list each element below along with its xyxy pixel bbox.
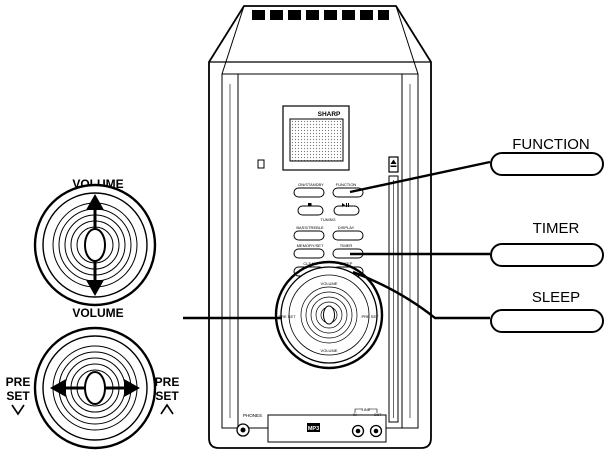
preset-up-chevron-icon: [160, 403, 174, 415]
detail-preset-right-line1: PRE: [155, 375, 180, 389]
button-label-function: FUNCTION: [336, 182, 357, 187]
tuning-label: TUNING: [320, 217, 335, 222]
front-panel-buttons: ON/STANDBY FUNCTION TUNING BASS/TREBLE D…: [293, 182, 364, 277]
button-label-display: DISPLAY: [338, 225, 355, 230]
unit-volume-label-bottom: VOLUME: [321, 348, 338, 353]
line-out-jack[interactable]: [369, 424, 383, 438]
brand-logo: SHARP: [318, 111, 341, 118]
eject-icon: [388, 156, 399, 173]
callout-line-function: [349, 160, 491, 194]
detail-volume-label-bottom: VOLUME: [72, 306, 123, 320]
line-out-label: OUT: [374, 413, 382, 417]
volume-knob-center: [84, 228, 106, 262]
play-pause-icon: [342, 203, 349, 207]
bottom-panel: [267, 414, 387, 443]
stop-icon: [308, 203, 312, 207]
phones-jack[interactable]: [236, 423, 250, 437]
knob-highlight-ring: [274, 260, 384, 370]
top-vent-slats: [252, 10, 389, 20]
detail-preset-left-line2: SET: [6, 389, 30, 403]
line-label: LINE: [362, 407, 371, 412]
callout-timer-label: TIMER: [533, 220, 580, 237]
play-pause-button[interactable]: [333, 205, 360, 216]
preset-left-arrow-icon: [50, 379, 66, 397]
callout-timer: TIMER: [490, 220, 604, 267]
volume-knob-detail: VOLUME VOLUME: [33, 177, 157, 320]
memory-set-button[interactable]: [293, 248, 325, 259]
button-label-clear: CLEAR: [303, 261, 316, 266]
mp3-label: MP3: [308, 426, 319, 432]
volume-up-arrow-icon: [86, 194, 104, 210]
unit-preset-left-label: PRE SET: [278, 314, 296, 319]
display-button[interactable]: [332, 230, 364, 241]
preset-right-arrow-icon: [124, 379, 140, 397]
unit-preset-right-label: PRE SET: [361, 314, 379, 319]
line-in-jack[interactable]: [351, 424, 365, 438]
bass-treble-button[interactable]: [293, 230, 325, 241]
line-in-label: IN: [353, 413, 357, 417]
callout-sleep-label: SLEEP: [532, 289, 580, 306]
callout-sleep-button: [490, 309, 604, 333]
callout-function-label: FUNCTION: [512, 136, 590, 153]
phones-label: PHONES: [243, 413, 262, 418]
button-label-bass-treble: BASS/TREBLE: [296, 225, 324, 230]
stop-button[interactable]: [297, 205, 324, 216]
on-standby-button[interactable]: [293, 187, 325, 198]
callout-sleep: SLEEP: [490, 289, 604, 333]
line-bracket: [354, 408, 378, 413]
detail-preset-left-line1: PRE: [6, 375, 31, 389]
stereo-unit: SHARP ON/STANDBY FUNCTION TUNING BASS/TR…: [208, 5, 432, 449]
volume-down-arrow-icon: [86, 280, 104, 296]
callout-function-button: [490, 152, 604, 176]
detail-preset-right-line2: SET: [155, 389, 179, 403]
indicator-led: [257, 159, 265, 169]
preset-down-chevron-icon: [11, 404, 25, 416]
callout-timer-button: [490, 243, 604, 267]
mp3-badge: [307, 423, 320, 432]
unit-volume-label-top: VOLUME: [321, 281, 338, 286]
button-label-sleep: SLEEP: [340, 261, 353, 266]
button-label-timer: TIMER: [340, 243, 353, 248]
button-label-memory-set: MEMORY/SET: [297, 243, 324, 248]
preset-knob-detail: PRE SET PRE SET: [6, 326, 180, 450]
volume-knob-unit[interactable]: VOLUME VOLUME PRE SET PRE SET: [278, 266, 379, 364]
button-label-on-standby: ON/STANDBY: [298, 182, 324, 187]
preset-knob-center: [84, 371, 106, 405]
callout-function: FUNCTION: [490, 136, 604, 176]
lcd-display: [289, 118, 344, 162]
